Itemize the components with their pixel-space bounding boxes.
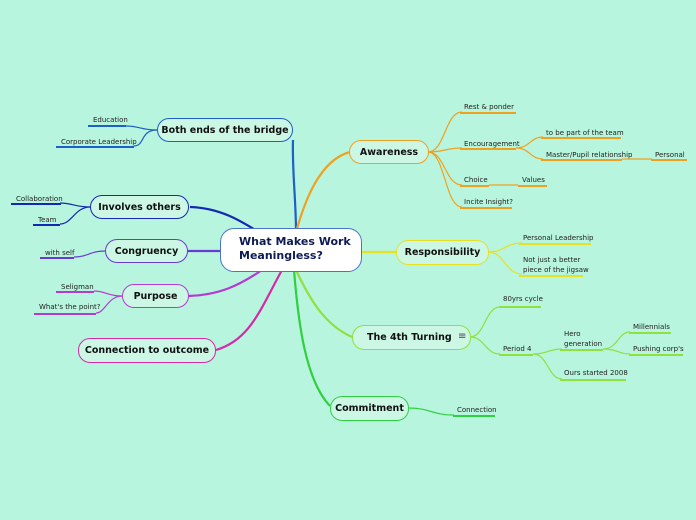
- leaf-encouragement[interactable]: Encouragement: [464, 140, 520, 148]
- leaf-millennials[interactable]: Millennials: [633, 323, 670, 331]
- leaf-seligman[interactable]: Seligman: [61, 283, 94, 291]
- topic-purpose[interactable]: Purpose: [122, 284, 189, 308]
- underline-rest-ponder: [460, 112, 516, 114]
- topic-involves-others-label: Involves others: [98, 201, 181, 213]
- central-topic-line2: Meaningless?: [239, 249, 323, 262]
- central-topic[interactable]: What Makes Work Meaningless?: [220, 228, 362, 272]
- central-topic-line1: What Makes Work: [239, 235, 351, 248]
- underline-80yrs: [499, 306, 541, 308]
- topic-commitment-label: Commitment: [335, 403, 404, 414]
- underline-connection: [453, 415, 495, 417]
- leaf-choice[interactable]: Choice: [464, 176, 488, 184]
- leaf-education[interactable]: Education: [93, 116, 128, 124]
- topic-awareness[interactable]: Awareness: [349, 140, 429, 164]
- topic-both-ends[interactable]: Both ends of the bridge: [157, 118, 293, 142]
- underline-hero: [560, 349, 603, 351]
- leaf-period-4[interactable]: Period 4: [503, 345, 532, 353]
- leaf-personal[interactable]: Personal: [655, 151, 685, 159]
- topic-responsibility-label: Responsibility: [404, 247, 481, 258]
- underline-values: [518, 185, 547, 187]
- leaf-with-self[interactable]: with self: [45, 249, 75, 257]
- topic-4th-turning[interactable]: The 4th Turning: [352, 325, 471, 350]
- topic-connection-to-outcome-label: Connection to outcome: [84, 345, 210, 356]
- underline-corporate-leadership: [56, 146, 134, 148]
- topic-congruency[interactable]: Congruency: [105, 239, 188, 263]
- leaf-80yrs-cycle[interactable]: 80yrs cycle: [503, 295, 543, 303]
- underline-personal-leadership: [519, 243, 591, 245]
- topic-purpose-label: Purpose: [133, 290, 178, 302]
- leaf-pushing-corps[interactable]: Pushing corp's: [633, 345, 684, 353]
- underline-incite-insight: [460, 207, 512, 209]
- menu-icon[interactable]: ≡: [458, 331, 467, 342]
- leaf-rest-ponder[interactable]: Rest & ponder: [464, 103, 514, 111]
- underline-personal: [651, 159, 687, 161]
- underline-pushing: [629, 354, 683, 356]
- underline-collaboration: [11, 203, 61, 205]
- topic-awareness-label: Awareness: [359, 146, 419, 158]
- topic-connection-to-outcome[interactable]: Connection to outcome: [78, 338, 216, 363]
- underline-not-just: [519, 275, 583, 277]
- leaf-whats-the-point[interactable]: What's the point?: [39, 303, 101, 311]
- underline-seligman: [56, 291, 94, 293]
- leaf-master-pupil[interactable]: Master/Pupil relationship: [546, 151, 633, 159]
- topic-responsibility[interactable]: Responsibility: [396, 240, 489, 265]
- underline-choice: [460, 185, 489, 187]
- topic-involves-others[interactable]: Involves others: [90, 195, 189, 219]
- topic-commitment[interactable]: Commitment: [330, 396, 409, 421]
- leaf-personal-leadership[interactable]: Personal Leadership: [523, 234, 594, 242]
- underline-whats-the-point: [34, 313, 96, 315]
- leaf-team[interactable]: Team: [38, 216, 57, 224]
- leaf-collaboration[interactable]: Collaboration: [16, 195, 63, 203]
- topic-congruency-label: Congruency: [114, 245, 179, 257]
- underline-millennials: [629, 332, 671, 334]
- leaf-values[interactable]: Values: [522, 176, 545, 184]
- underline-encouragement: [460, 148, 516, 150]
- underline-ours: [560, 379, 626, 381]
- leaf-corporate-leadership[interactable]: Corporate Leadership: [61, 138, 137, 146]
- leaf-ours-started-2008[interactable]: Ours started 2008: [564, 369, 628, 377]
- underline-period-4: [499, 354, 533, 356]
- leaf-connection[interactable]: Connection: [457, 406, 497, 414]
- leaf-incite-insight[interactable]: Incite Insight?: [464, 198, 514, 206]
- underline-team: [33, 224, 60, 226]
- underline-education: [88, 125, 126, 127]
- leaf-hero-generation[interactable]: Hero generation: [564, 330, 603, 348]
- topic-both-ends-label: Both ends of the bridge: [161, 124, 289, 136]
- underline-with-self: [40, 257, 74, 259]
- leaf-not-just-a-better[interactable]: Not just a better piece of the jigsaw: [523, 256, 589, 274]
- leaf-to-be-part-of-the-team[interactable]: to be part of the team: [546, 129, 624, 137]
- underline-to-be-part: [541, 137, 621, 139]
- topic-4th-turning-label: The 4th Turning: [367, 332, 452, 343]
- underline-master-pupil: [541, 159, 622, 161]
